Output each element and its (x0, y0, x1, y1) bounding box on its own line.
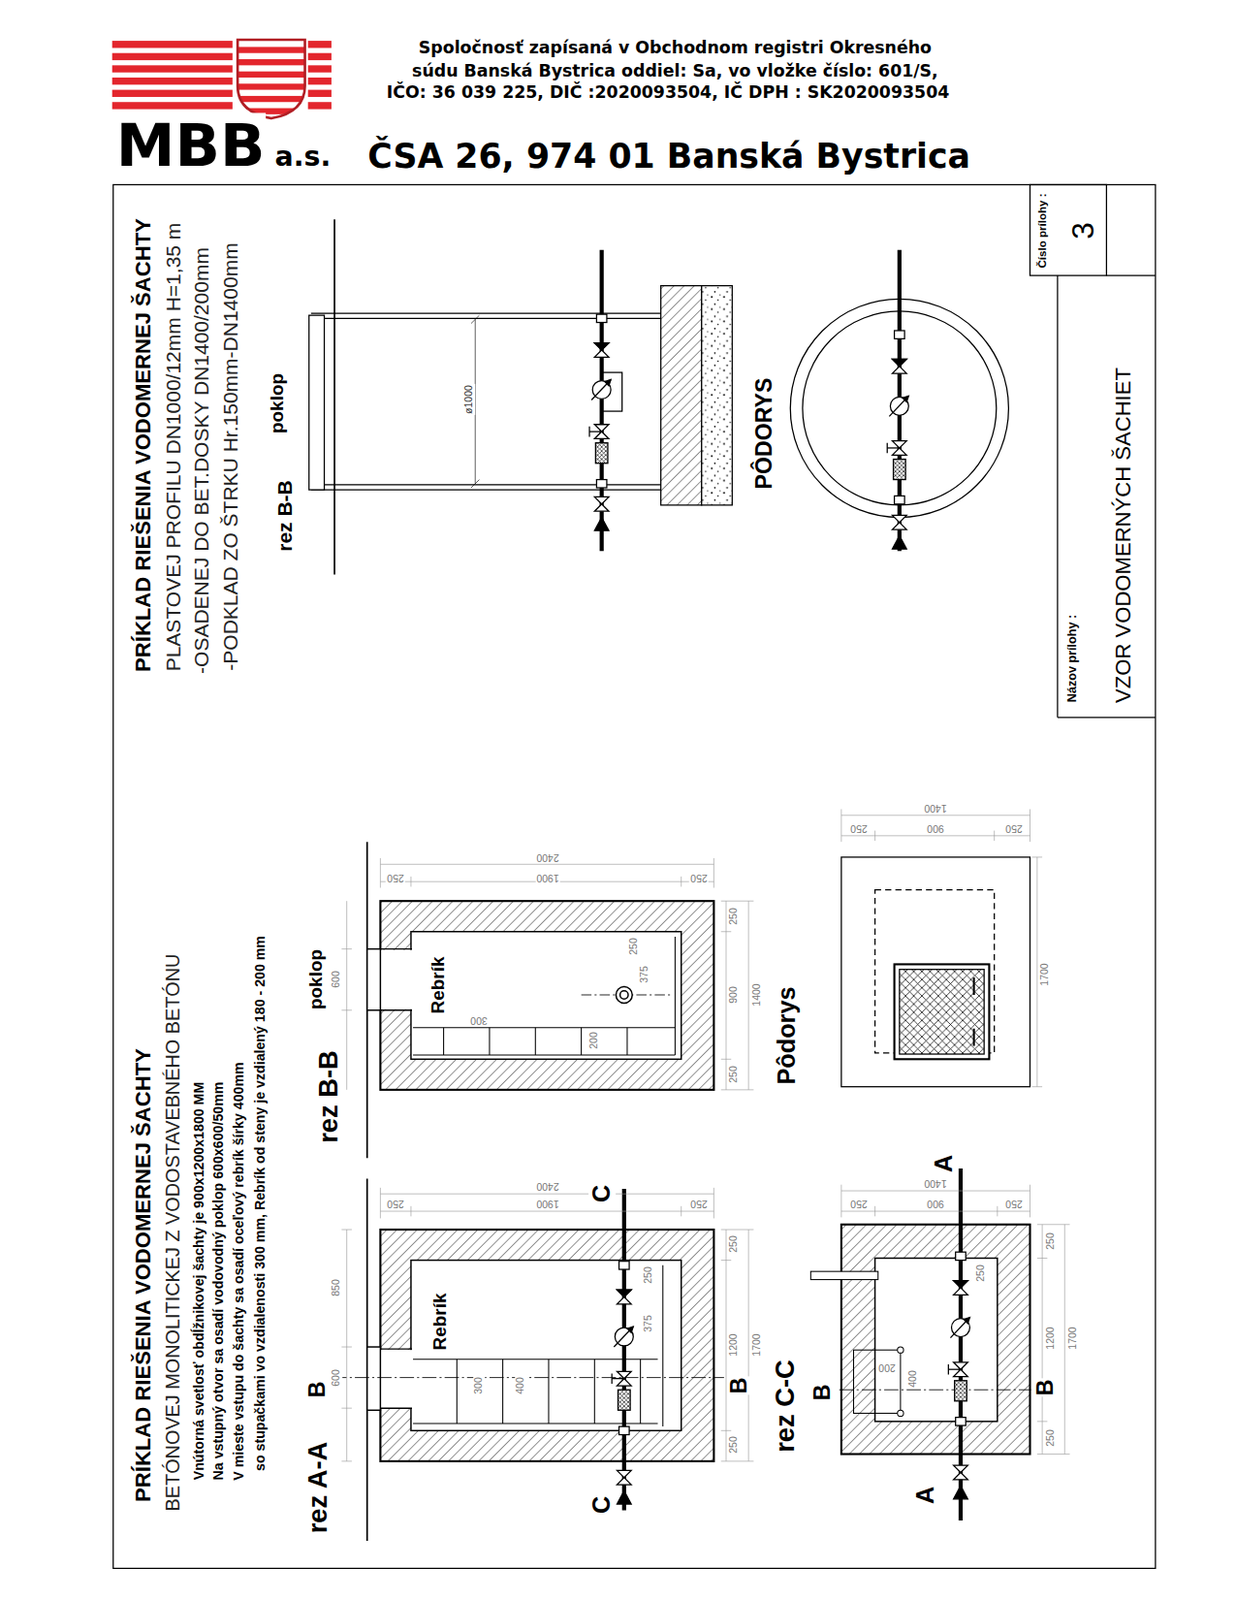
cut-mark: A (930, 1153, 958, 1173)
dimension-number: 300 (474, 1375, 486, 1395)
header-text: Spoločnosť zapísaná v Obchodnom registri… (417, 39, 933, 59)
dimension-number: 1400 (751, 982, 763, 1007)
dimension-number: 250 (385, 871, 406, 884)
dimension-number: 250 (689, 871, 709, 884)
dimension-number: 250 (1045, 1428, 1057, 1449)
annex-title: VZOR VODOMERNÝCH ŠACHIET (1111, 366, 1136, 704)
dimension-number: 900 (728, 984, 741, 1005)
spec-note: Vnútorná svetlosť obdĺžnikovej šachty je… (191, 1080, 208, 1482)
cut-mark: C (588, 1183, 616, 1204)
dimension-number: 1200 (728, 1331, 741, 1357)
cut-mark: B (727, 1375, 752, 1395)
dimension-number: 250 (629, 936, 641, 956)
dimension-number: 1400 (922, 1177, 948, 1190)
dimension-number: 600 (330, 1367, 343, 1388)
plastic-shaft-section (309, 219, 733, 574)
spec-note: -PODKLAD ZO ŠTRKU Hr.150mm-DN1400mm (219, 242, 242, 672)
cut-mark: C (588, 1494, 616, 1515)
dimension-number: 400 (907, 1369, 920, 1390)
dimension-number: 200 (877, 1361, 897, 1373)
dimension-number: 1200 (1045, 1326, 1057, 1351)
concrete-section-c-c (810, 1168, 1031, 1521)
dimension-number: 250 (728, 906, 741, 926)
plastic-shaft-plan (790, 250, 1009, 551)
view-name: PÔDORYS (752, 377, 777, 491)
dimension-number: 250 (385, 1198, 406, 1210)
dimension-number: 850 (330, 1277, 343, 1298)
section-name: rez C-C (770, 1358, 800, 1454)
dimension-number: 250 (849, 1198, 869, 1210)
company-logo (112, 39, 332, 122)
cut-mark: B (810, 1383, 835, 1402)
concrete-section-b-b (367, 841, 715, 1158)
part-name: Rebrík (430, 1292, 451, 1352)
dimension-number: 1700 (1039, 961, 1051, 986)
dimension-number: 250 (975, 1263, 987, 1283)
dimension-number: ø1000 (463, 383, 476, 415)
concrete-shaft-plan (841, 856, 1031, 1087)
dimension-number: 1700 (751, 1331, 763, 1357)
dimension-number: 600 (330, 969, 343, 989)
part-name: poklop (306, 948, 327, 1011)
title-block-cell: Číslo prílohy : 3 (1030, 184, 1108, 276)
annex-number: 3 (1066, 221, 1101, 241)
title-block-lines (1030, 184, 1156, 717)
dimension-number: 375 (638, 964, 651, 984)
section-title: PRÍKLAD RIEŠENIA VODOMERNEJ ŠACHTY (131, 1046, 156, 1503)
drawing-frame (113, 184, 1156, 1568)
spec-note: V mieste vstupu do šachty sa osadí oceľo… (231, 1060, 248, 1481)
part-name: Rebrík (428, 955, 449, 1015)
dimension-number: 250 (642, 1265, 655, 1285)
dimension-number: 1900 (535, 1198, 560, 1210)
dimension-number: 375 (642, 1314, 655, 1334)
dimension-number: 250 (1004, 1198, 1024, 1210)
address-heading: ČSA 26, 974 01 Banská Bystrica (366, 137, 972, 175)
dimension-number: 200 (589, 1030, 602, 1050)
dimension-number: 900 (925, 822, 946, 834)
spec-note: Na vstupný otvor sa osadí vodovodný pokl… (211, 1080, 227, 1482)
field-caption: Číslo prílohy : (1036, 191, 1049, 269)
dimension-number: 250 (728, 1434, 741, 1455)
dimension-number: 250 (689, 1198, 709, 1210)
spec-note: so stupačkami vo vzdialenosti 300 mm, Re… (253, 934, 269, 1472)
dimension-number: 300 (470, 1014, 490, 1026)
dimension-number: 1900 (535, 871, 560, 884)
section-name: rez B-B (314, 1048, 344, 1144)
view-name: Pôdorys (773, 984, 801, 1085)
header-text: súdu Banská Bystrica oddiel: Sa, vo vlož… (411, 62, 940, 81)
dimension-number: 250 (728, 1064, 741, 1084)
section-name: rez B-B (273, 479, 296, 554)
spec-note: -OSADENEJ DO BET.DOSKY DN1400/200mm (190, 247, 214, 676)
dimension-number: 2400 (535, 1180, 560, 1193)
dimension-number: 250 (849, 822, 869, 834)
cut-mark: A (912, 1485, 940, 1505)
dimension-lines (341, 808, 1070, 1460)
cut-mark: B (305, 1379, 330, 1398)
section-title: PRÍKLAD RIEŠENIA VODOMERNEJ ŠACHTY (131, 217, 156, 673)
dimension-number: 2400 (535, 851, 560, 863)
logo-text: a.s. (274, 141, 333, 172)
dimension-number: 1700 (1067, 1326, 1079, 1351)
spec-note: PLASTOVEJ PROFILU DN1000/12mm H=1,35 m (161, 221, 185, 672)
concrete-section-a-a (332, 1177, 725, 1541)
section-name: rez A-A (303, 1439, 333, 1534)
field-caption: Názov prílohy : (1066, 612, 1080, 702)
header-text: IČO: 36 039 225, DIČ :2020093504, IČ DPH… (385, 83, 951, 102)
dimension-number: 1400 (922, 801, 948, 814)
dimension-number: 250 (1045, 1231, 1057, 1251)
cut-mark: B (1034, 1377, 1059, 1396)
part-name: poklop (267, 372, 288, 435)
dimension-number: 900 (925, 1198, 946, 1210)
dimension-number: 400 (514, 1375, 527, 1395)
dimension-number: 250 (728, 1235, 741, 1255)
logo-text: MBB (115, 113, 267, 179)
dimension-number: 250 (1004, 822, 1024, 834)
spec-note: BETÓNOVEJ MONOLITICKEJ Z VODOSTAVEBNÉHO … (162, 951, 185, 1512)
title-block-cell: Názov prílohy : VZOR VODOMERNÝCH ŠACHIET (1057, 275, 1156, 718)
